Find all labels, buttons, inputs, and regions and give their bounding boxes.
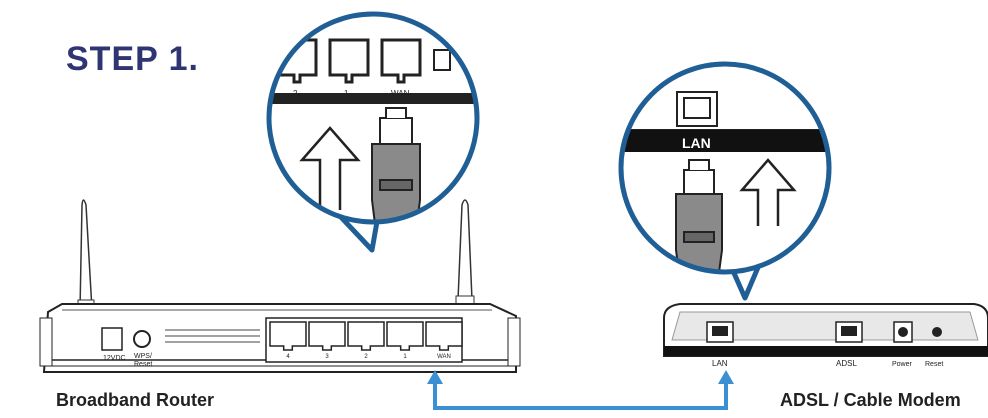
router-port-2 — [347, 321, 385, 351]
modem-zoom-bubble — [618, 61, 832, 301]
zoom-port-label-1: 1 — [344, 89, 349, 98]
power-jack-icon — [101, 327, 123, 351]
adsl-cable-modem — [663, 303, 988, 357]
antenna-right — [457, 199, 473, 301]
modem-port-label-power: Power — [892, 361, 913, 368]
power-label: 12VDC — [103, 355, 126, 362]
router-port-3 — [308, 321, 346, 351]
wps-label-line2: Reset — [134, 361, 152, 368]
router-port-label-3: 3 — [325, 354, 329, 360]
arrowhead-router — [427, 370, 443, 384]
modem-port-label-reset: Reset — [925, 361, 943, 368]
modem-caption: ADSL / Cable Modem — [780, 390, 961, 410]
broadband-router: 4 3 2 1 WAN — [39, 199, 521, 373]
router-port-4 — [269, 321, 307, 351]
router-port-label-4: 4 — [286, 354, 290, 360]
router-port-label-wan: WAN — [437, 354, 451, 360]
connection-arrow — [433, 380, 728, 410]
router-port-wan — [425, 321, 463, 351]
wps-label-line1: WPS/ — [134, 353, 152, 360]
modem-zoom-lan-label: LAN — [682, 135, 711, 151]
modem-port-label-adsl: ADSL — [836, 359, 857, 368]
antenna-left — [79, 199, 93, 311]
arrowhead-modem — [718, 370, 734, 384]
modem-reset-button-icon — [932, 327, 942, 337]
router-caption: Broadband Router — [56, 390, 215, 410]
zoom-port-label-2: 2 — [293, 89, 298, 98]
zoom-port-label-wan: WAN — [391, 89, 410, 98]
router-port-label-2: 2 — [364, 354, 368, 360]
wps-button-icon — [133, 330, 151, 348]
modem-port-label-lan: LAN — [712, 359, 728, 368]
router-zoom-bubble — [266, 11, 480, 253]
router-port-label-1: 1 — [403, 354, 407, 360]
step-title: STEP 1. — [66, 40, 199, 78]
router-port-1 — [386, 321, 424, 351]
